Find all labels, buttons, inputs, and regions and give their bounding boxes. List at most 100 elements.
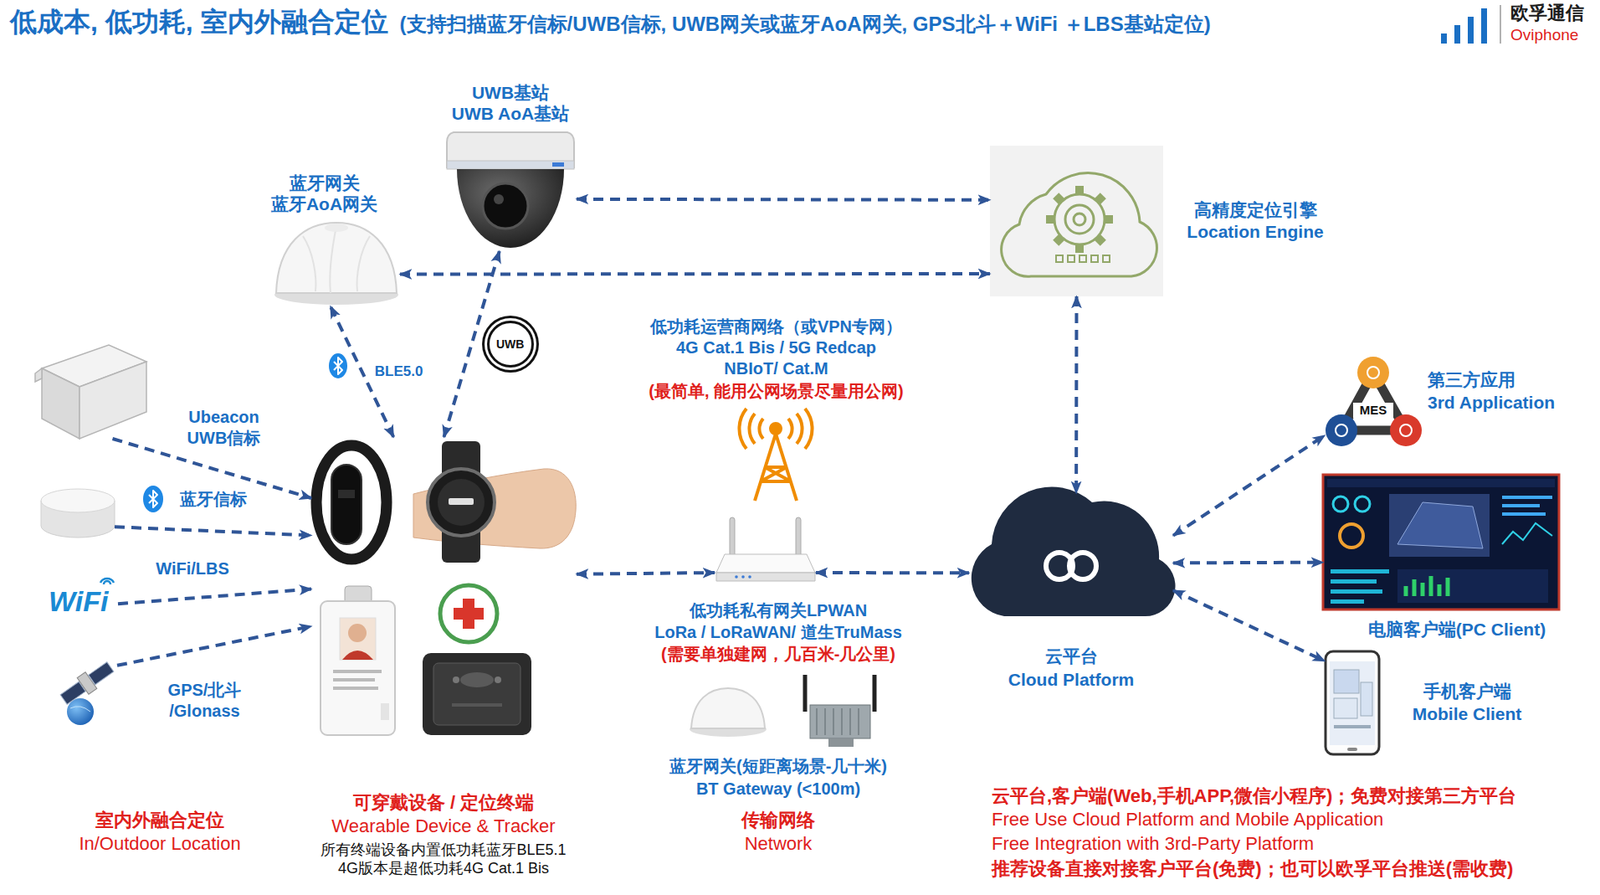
uwb-beacon-box — [35, 368, 42, 382]
node-label: GPS/北斗 /Glonass — [160, 679, 249, 722]
bluetooth-symbol — [333, 357, 343, 375]
pc-dashboard-screenshot — [1397, 502, 1483, 549]
wifi-lbs-source: WiFi/LBSWiFi — [51, 577, 118, 621]
gps-satellite — [57, 658, 116, 725]
brand-name-latin: Oviphone — [1510, 25, 1579, 45]
text-line: Wearable Device & Tracker — [292, 814, 595, 838]
hospital-logo — [440, 584, 498, 642]
pc-dashboard-screenshot — [1502, 495, 1553, 499]
bluetooth-symbol — [143, 485, 164, 513]
text-line: 所有终端设备内置低功耗蓝牙BLE5.1 — [284, 840, 603, 859]
text-line: Ubeacon — [171, 406, 277, 428]
wristband-tracker — [316, 445, 387, 559]
logo-bars — [1441, 8, 1488, 44]
text-line: 云平台,客户端(Web,手机APP,微信小程序)；免费对接第三方平台 — [991, 784, 1517, 808]
section-caption: 室内外融合定位 — [34, 808, 286, 832]
pc-dashboard-screenshot — [1502, 523, 1553, 544]
location-engine-icon — [989, 145, 1164, 297]
logo-bars — [1441, 33, 1447, 44]
text-line: Free Integration with 3rd-Party Platform — [991, 831, 1314, 856]
text-line: UWB信标 — [171, 427, 277, 449]
dashed-connector — [576, 572, 715, 575]
text-line: (支持扫描蓝牙信标/UWB信标, UWB网关或蓝牙AoA网关, GPS北斗＋Wi… — [400, 11, 1211, 37]
subtitle: (支持扫描蓝牙信标/UWB信标, UWB网关或蓝牙AoA网关, GPS北斗＋Wi… — [400, 11, 1211, 37]
asset-tracker-box — [452, 676, 460, 683]
text-line: 第三方应用 — [1427, 368, 1587, 391]
uwb-camera-dome — [552, 162, 565, 167]
dashed-connector — [1173, 435, 1325, 536]
hospital-logo — [453, 598, 484, 629]
brand-name: 欧孚通信 — [1510, 1, 1585, 25]
lpwan-router — [716, 553, 816, 573]
employee-badge-tracker — [320, 600, 395, 735]
uwb-beacon-box — [41, 368, 80, 439]
employee-badge-tracker — [333, 669, 382, 673]
text-line: GPS/北斗 — [160, 679, 249, 701]
dashed-connector — [1173, 560, 1324, 565]
note-line: 推荐设备直接对接客户平台(免费)；也可以欧孚平台推送(需收费) — [991, 856, 1513, 881]
bt-gateway: 蓝牙网关(短距离场景-几十米) BT Gateway (<100m) — [688, 671, 883, 750]
dashed-connector — [117, 625, 312, 666]
uwb-beacon-box — [79, 361, 147, 439]
pc-dashboard-screenshot — [1330, 569, 1390, 574]
text-line: In/Outdoor Location — [34, 831, 286, 856]
bluetooth-aoa-gateway: 蓝牙网关 蓝牙AoA网关 — [273, 219, 400, 307]
location-engine-icon — [1046, 185, 1113, 253]
smartwatch-on-wrist — [413, 468, 576, 549]
outdoor-bt-gateway — [805, 674, 875, 747]
operator-network: 低功耗运营商网络（或VPN专网） 4G Cat.1 Bis / 5G Redca… — [739, 408, 812, 501]
location-engine-icon — [1102, 255, 1110, 262]
dashed-connector — [1173, 589, 1325, 661]
cellular-tower — [754, 433, 797, 501]
smartwatch-on-wrist — [437, 478, 485, 526]
employee-badge-tracker — [320, 585, 395, 735]
mobile-phone-app — [1329, 661, 1375, 745]
location-engine-icon — [1073, 213, 1086, 226]
location-engine-icon — [1065, 205, 1094, 234]
text-line: Network — [694, 831, 862, 856]
bluetooth-symbol — [148, 490, 158, 508]
bluetooth-symbol — [328, 353, 348, 379]
asset-tracker-box — [451, 702, 503, 707]
asset-tracker-box — [422, 652, 532, 735]
cellular-tower — [738, 408, 812, 501]
text-line: 传输网络 — [694, 808, 862, 832]
mobile-phone-app — [1333, 669, 1359, 693]
bt-gateway-disc — [691, 687, 765, 729]
cloud-shape — [971, 487, 1176, 616]
mobile-phone-app — [1333, 697, 1358, 718]
mobile-phone-app — [1325, 651, 1380, 754]
text-line: (最简单, 能用公网场景尽量用公网) — [619, 380, 934, 402]
text-line: 3rd Application — [1427, 390, 1587, 414]
node-label: WiFi/LBS — [146, 558, 239, 580]
gps-satellite — [66, 697, 94, 725]
text-line: Mobile Client — [1395, 702, 1539, 725]
location-engine-icon — [1091, 255, 1098, 262]
text-line: 云平台 — [987, 644, 1155, 668]
hospital-logo — [440, 584, 498, 642]
note-line: Free Use Cloud Platform and Mobile Appli… — [991, 807, 1384, 831]
lpwan-router — [716, 572, 816, 581]
text-line: 低功耗私有网关LPWAN — [619, 599, 938, 621]
text-line: 低功耗运营商网络（或VPN专网） — [619, 316, 934, 338]
text-line: 蓝牙信标 — [171, 488, 256, 510]
wearable-devices: 可穿戴设备 / 定位终端 Wearable Device & Tracker所有… — [311, 436, 577, 735]
section-caption: Network — [694, 831, 862, 856]
asset-tracker-box — [494, 676, 502, 683]
text-line: 手机客户端 — [1395, 679, 1539, 703]
cellular-tower — [738, 408, 812, 449]
section-caption: 传输网络 — [694, 808, 862, 832]
cloud-platform: 云平台 Cloud Platform — [969, 492, 1174, 618]
node-label: 低功耗私有网关LPWAN LoRa / LoRaWAN/ 道生TruMass — [619, 599, 938, 643]
text-line: Location Engine — [1171, 220, 1339, 243]
node-label: 电脑客户端(PC Client) — [1331, 618, 1583, 641]
pc-client: 电脑客户端(PC Client) — [1323, 474, 1559, 610]
node-label: 蓝牙网关(短距离场景-几十米) BT Gateway (<100m) — [635, 754, 921, 800]
lpwan-router — [741, 574, 745, 579]
dashed-connector — [815, 570, 970, 575]
employee-badge-tracker — [333, 686, 379, 690]
location-engine-icon — [1067, 255, 1075, 262]
text-line: Oviphone — [1510, 25, 1579, 45]
text-line: Cloud Platform — [987, 667, 1155, 692]
